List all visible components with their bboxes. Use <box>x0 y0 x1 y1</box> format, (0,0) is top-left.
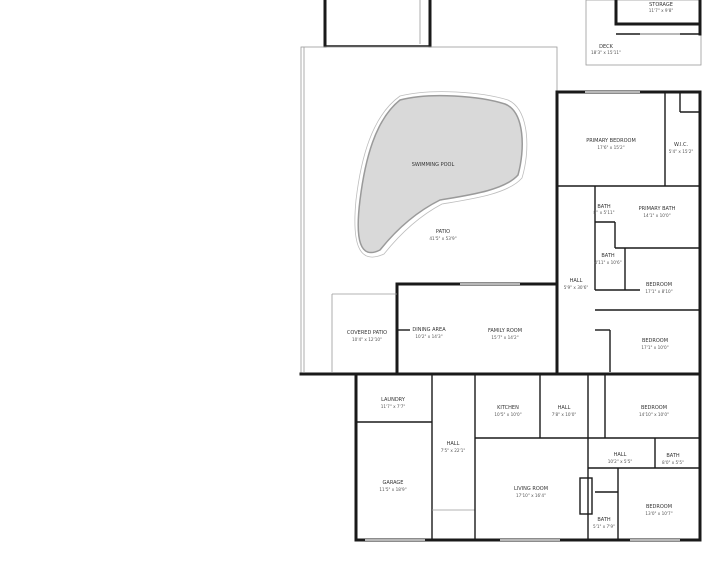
svg-text:18'3" x 15'11": 18'3" x 15'11" <box>591 50 621 55</box>
svg-text:7'5" x 22'1": 7'5" x 22'1" <box>441 448 466 453</box>
svg-text:LAUNDRY: LAUNDRY <box>381 397 406 403</box>
room-label-hall-2: HALL 7'8" x 10'0" <box>552 405 577 417</box>
svg-text:17'1" x 8'10": 17'1" x 8'10" <box>645 289 672 294</box>
svg-text:SWIMMING POOL: SWIMMING POOL <box>412 162 455 168</box>
svg-text:STORAGE: STORAGE <box>649 2 673 8</box>
svg-text:17'10" x 16'4": 17'10" x 16'4" <box>516 493 546 498</box>
svg-text:BATH: BATH <box>666 453 680 459</box>
room-label-family-room: FAMILY ROOM 15'7" x 14'2" <box>488 328 522 340</box>
svg-text:PRIMARY BEDROOM: PRIMARY BEDROOM <box>586 138 636 144</box>
room-label-bath-4: BATH 5'1" x 7'9" <box>593 517 615 529</box>
svg-text:8'0" x 5'5": 8'0" x 5'5" <box>662 460 684 465</box>
svg-text:GARAGE: GARAGE <box>383 480 404 486</box>
svg-text:17'1" x 10'0": 17'1" x 10'0" <box>641 345 668 350</box>
room-label-bedroom-4: BEDROOM 13'0" x 10'7" <box>645 504 672 516</box>
svg-text:DINING AREA: DINING AREA <box>412 327 446 333</box>
svg-text:11'5" x 18'9": 11'5" x 18'9" <box>379 487 406 492</box>
top-structure <box>323 0 432 48</box>
svg-text:BATH: BATH <box>597 517 611 523</box>
room-label-bath-1: BATH 8'' x 5'11" <box>593 204 614 215</box>
room-label-hall-4: HALL 10'2" x 5'5" <box>608 452 633 464</box>
room-label-bedroom-1: BEDROOM 17'1" x 8'10" <box>645 282 672 294</box>
svg-text:17'6" x 15'2": 17'6" x 15'2" <box>597 145 624 150</box>
svg-text:HALL: HALL <box>614 452 627 458</box>
room-label-bedroom-2: BEDROOM 17'1" x 10'0" <box>641 338 668 350</box>
swimming-pool-shape <box>357 94 523 254</box>
room-label-laundry: LAUNDRY 11'7" x 7'7" <box>381 397 406 409</box>
room-label-bath-3: BATH 8'0" x 5'5" <box>662 453 684 465</box>
svg-text:DECK: DECK <box>599 44 614 50</box>
svg-text:7'8" x 10'0": 7'8" x 10'0" <box>552 412 577 417</box>
svg-text:14'1" x 10'0": 14'1" x 10'0" <box>643 213 670 218</box>
room-label-hall-1: HALL 5'9" x 30'6" <box>564 278 589 290</box>
room-label-swimming-pool: SWIMMING POOL <box>412 162 455 168</box>
svg-text:10'4" x 12'10": 10'4" x 12'10" <box>352 337 382 342</box>
svg-text:13'0" x 10'7": 13'0" x 10'7" <box>645 511 672 516</box>
svg-text:HALL: HALL <box>447 441 460 447</box>
svg-text:5'4" x 15'2": 5'4" x 15'2" <box>669 149 694 154</box>
svg-text:8'' x 5'11": 8'' x 5'11" <box>593 210 614 215</box>
svg-text:KITCHEN: KITCHEN <box>497 405 519 411</box>
room-label-wic: W.I.C. 5'4" x 15'2" <box>669 142 694 154</box>
svg-text:BEDROOM: BEDROOM <box>646 504 672 510</box>
room-label-dining-area: DINING AREA 10'2" x 14'3" <box>412 327 446 339</box>
right-wing-walls <box>555 90 702 542</box>
svg-text:HALL: HALL <box>558 405 571 411</box>
room-label-patio: PATIO 41'5" x 53'9" <box>429 229 456 241</box>
storage-deck-structure <box>585 0 702 66</box>
middle-walls <box>299 282 702 376</box>
room-label-bath-2: BATH 4'11" x 10'6" <box>594 253 621 265</box>
svg-text:FAMILY ROOM: FAMILY ROOM <box>488 328 522 334</box>
svg-text:41'5" x 53'9": 41'5" x 53'9" <box>429 236 456 241</box>
svg-text:15'7" x 14'2": 15'7" x 14'2" <box>491 335 518 340</box>
svg-text:BEDROOM: BEDROOM <box>641 405 667 411</box>
svg-text:BATH: BATH <box>601 253 615 259</box>
svg-text:4'11" x 10'6": 4'11" x 10'6" <box>594 260 621 265</box>
svg-text:BEDROOM: BEDROOM <box>646 282 672 288</box>
room-label-kitchen: KITCHEN 10'5" x 10'0" <box>494 405 521 417</box>
svg-text:BEDROOM: BEDROOM <box>642 338 668 344</box>
svg-text:W.I.C.: W.I.C. <box>674 142 689 148</box>
room-label-covered-patio: COVERED PATIO 10'4" x 12'10" <box>347 330 387 342</box>
room-label-garage: GARAGE 11'5" x 18'9" <box>379 480 406 492</box>
svg-text:5'1" x 7'9": 5'1" x 7'9" <box>593 524 615 529</box>
svg-text:LIVING ROOM: LIVING ROOM <box>514 486 548 492</box>
room-label-deck: DECK 18'3" x 15'11" <box>591 44 621 55</box>
svg-text:PRIMARY BATH: PRIMARY BATH <box>639 206 676 212</box>
svg-text:10'2" x 5'5": 10'2" x 5'5" <box>608 459 633 464</box>
svg-text:10'2" x 14'3": 10'2" x 14'3" <box>415 334 442 339</box>
room-label-hall-3: HALL 7'5" x 22'1" <box>441 441 466 453</box>
room-label-storage: STORAGE 11'7" x 9'8" <box>649 2 674 13</box>
room-label-primary-bedroom: PRIMARY BEDROOM 17'6" x 15'2" <box>586 138 636 150</box>
svg-text:COVERED PATIO: COVERED PATIO <box>347 330 387 336</box>
swimming-pool-coping <box>354 91 528 258</box>
svg-text:5'9" x 30'6": 5'9" x 30'6" <box>564 285 589 290</box>
lower-wing-walls <box>354 372 702 542</box>
room-label-primary-bath: PRIMARY BATH 14'1" x 10'0" <box>639 206 676 218</box>
svg-text:10'5" x 10'0": 10'5" x 10'0" <box>494 412 521 417</box>
svg-text:11'7" x 7'7": 11'7" x 7'7" <box>381 404 406 409</box>
svg-text:PATIO: PATIO <box>436 229 450 235</box>
room-label-living-room: LIVING ROOM 17'10" x 16'4" <box>514 486 548 498</box>
room-label-bedroom-3: BEDROOM 14'10" x 10'0" <box>639 405 669 417</box>
svg-text:14'10" x 10'0": 14'10" x 10'0" <box>639 412 669 417</box>
svg-text:HALL: HALL <box>570 278 583 284</box>
svg-text:BATH: BATH <box>597 204 611 210</box>
svg-text:11'7" x 9'8": 11'7" x 9'8" <box>649 8 674 13</box>
